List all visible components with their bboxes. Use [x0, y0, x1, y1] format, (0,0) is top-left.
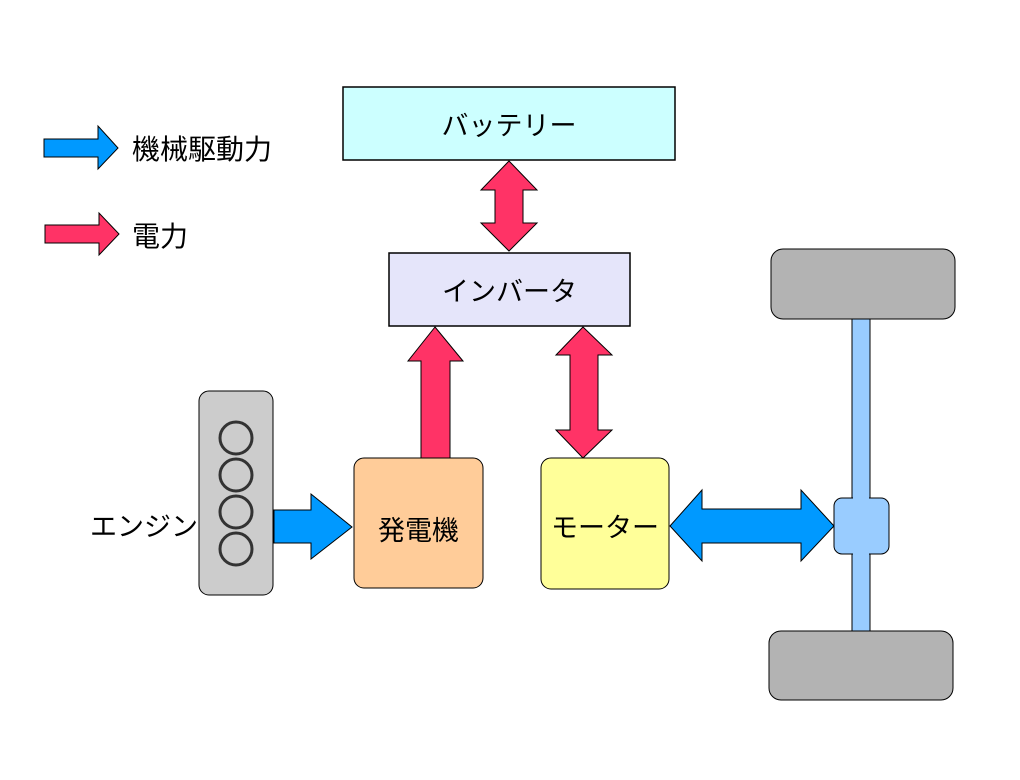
inverter-motor-arrow — [554, 326, 614, 459]
cylinder-icon — [218, 420, 254, 456]
inverter-label: インバータ — [442, 277, 577, 308]
axle-shaft — [851, 317, 871, 633]
cylinder-icon — [218, 457, 254, 493]
engine-generator-arrow — [273, 492, 353, 561]
generator-box — [353, 457, 484, 589]
motor-box — [540, 457, 670, 590]
engine-label: エンジン — [90, 511, 198, 543]
differential-box — [833, 497, 890, 555]
axle-joint-top — [853, 497, 869, 500]
legend-electric-label: 電力 — [132, 220, 189, 253]
legend-mechanical-arrow-icon — [43, 124, 119, 171]
motor-axle-arrow — [669, 488, 835, 563]
motor-label: モーター — [551, 512, 659, 544]
engine-block — [198, 390, 274, 596]
legend-electric-arrow-icon — [44, 211, 120, 257]
inverter-box — [388, 252, 631, 327]
battery-inverter-arrow — [479, 160, 539, 252]
cylinder-icon — [218, 494, 254, 530]
wheel-bottom — [768, 630, 954, 701]
generator-label: 発電機 — [378, 515, 459, 547]
axle-joint-bottom — [853, 552, 869, 555]
wheel-top — [770, 248, 956, 320]
legend-mechanical-label: 機械駆動力 — [132, 133, 273, 166]
battery-label: バッテリー — [441, 111, 577, 142]
generator-inverter-arrow — [406, 326, 465, 459]
cylinder-icon — [218, 531, 254, 567]
battery-box — [342, 86, 676, 161]
